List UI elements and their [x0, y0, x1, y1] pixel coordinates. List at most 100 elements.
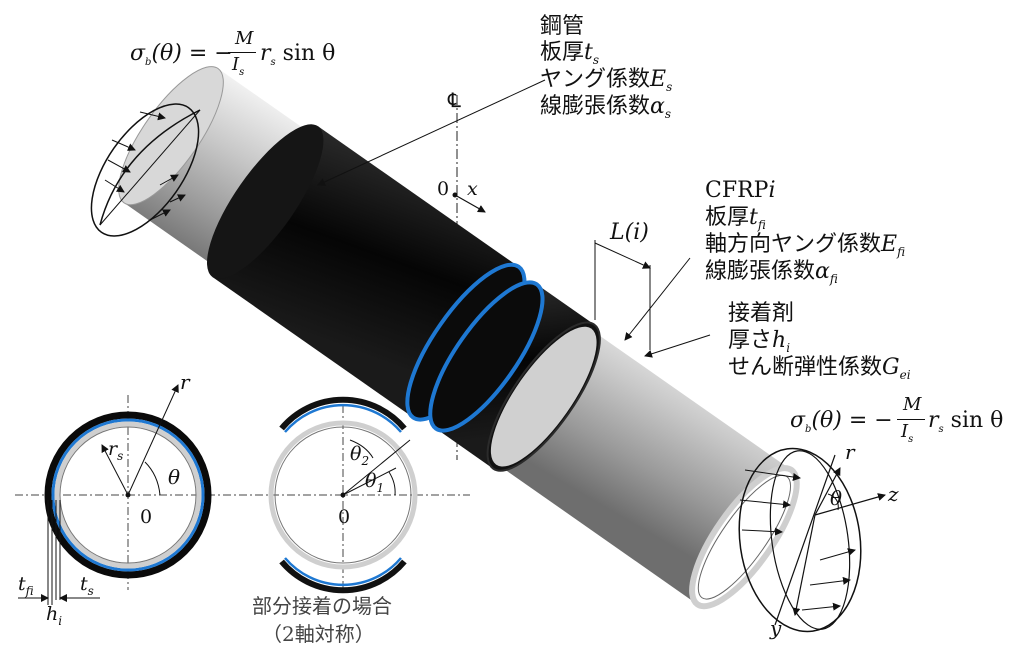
- eq-left-den-sub: s: [239, 67, 245, 78]
- cfrp-thermal-sym: α: [815, 259, 830, 284]
- stress-distribution-right: [738, 447, 886, 633]
- eq-left-fraction-bar: [228, 52, 256, 53]
- steel-thermal-sub: s: [664, 107, 672, 121]
- eq-right-tail: rs sin θ: [928, 410, 1003, 435]
- tfi-sym: t: [18, 573, 26, 595]
- cfrp-title-idx: i: [768, 178, 776, 203]
- eq-right-arg: (θ) = −: [811, 408, 893, 433]
- eq-right-den-sub: s: [908, 434, 914, 445]
- eq-right-r-sub: s: [938, 424, 944, 435]
- eq-left-den: Is: [232, 56, 244, 78]
- leader-cfrp: [624, 257, 691, 341]
- centerline-symbol: ℄: [448, 88, 461, 112]
- steel-thermal-sym: α: [650, 94, 665, 119]
- cfrp-young-label: 軸方向ヤング係数: [705, 232, 882, 257]
- eq-left-r: r: [260, 41, 271, 66]
- steel-young-sub: s: [666, 80, 673, 94]
- cfrp-thermal-sub: fi: [829, 272, 838, 286]
- adhesive-thickness-sub: i: [786, 341, 791, 355]
- eq-left-num: M: [235, 28, 254, 49]
- equation-left: σb(θ) = −: [130, 43, 233, 68]
- theta2-sym: θ: [350, 443, 362, 465]
- section-partial-bond: [268, 396, 418, 594]
- cfrp-thickness: 板厚tfi: [705, 205, 766, 232]
- partial-caption-1: 部分接着の場合: [252, 594, 392, 618]
- eq-left-den-text: I: [232, 54, 240, 75]
- steel-young: ヤング係数Es: [540, 67, 673, 94]
- steel-thickness-sub: s: [592, 53, 600, 67]
- pipe-assembly: [118, 66, 800, 610]
- theta1-label: θ1: [365, 470, 384, 495]
- ts-label: ts: [80, 573, 94, 598]
- eq-left-sin: sin θ: [275, 41, 336, 66]
- adhesive-thickness: 厚さhi: [728, 328, 791, 355]
- cfrp-thermal: 線膨張係数αfi: [705, 259, 838, 286]
- rs-label: rs: [108, 438, 123, 463]
- adhesive-thickness-sym: h: [772, 328, 787, 353]
- adhesive-ring-2: [428, 280, 545, 433]
- eq-left-r-sub: s: [270, 57, 276, 68]
- leader-steel: [317, 79, 546, 186]
- theta2-sub: 2: [361, 454, 370, 468]
- r-axis-label-section: r: [180, 370, 190, 394]
- adhesive-shear-sub: ei: [899, 368, 911, 382]
- eq-right-den: Is: [901, 423, 913, 445]
- cfrp-thickness-sym: t: [749, 205, 758, 230]
- steel-young-label: ヤング係数: [540, 67, 651, 92]
- eq-right-sigma: σ: [790, 408, 806, 433]
- tfi-label: tfi: [18, 573, 34, 598]
- eq-right-r: r: [928, 408, 939, 433]
- steel-title: 鋼管: [540, 14, 585, 39]
- eq-right-den-text: I: [901, 421, 909, 442]
- rs-sym: r: [108, 438, 118, 460]
- eq-left-sigma: σ: [130, 41, 146, 66]
- cfrp-thickness-label: 板厚: [705, 205, 750, 230]
- y-axis-label: y: [770, 616, 782, 640]
- cfrp-layer-2: [435, 284, 595, 469]
- cfrp-title-text: CFRP: [705, 178, 769, 203]
- steel-thickness-sym: t: [584, 40, 593, 65]
- z-axis-label: z: [888, 482, 899, 506]
- steel-thermal-label: 線膨張係数: [540, 94, 651, 119]
- tfi-sub: fi: [25, 584, 34, 598]
- adhesive-thickness-label: 厚さ: [728, 328, 773, 353]
- theta1-sym: θ: [365, 470, 377, 492]
- adhesive-shear: せん断弾性係数Gei: [728, 355, 911, 382]
- cfrp-title: CFRPi: [705, 180, 776, 202]
- ts-sym: t: [80, 573, 88, 595]
- eq-right-sin: sin θ: [943, 408, 1004, 433]
- origin-label-full: 0: [140, 506, 153, 528]
- leader-adhesive: [644, 334, 711, 358]
- length-label: L(i): [610, 220, 649, 245]
- stress-distribution-left: [90, 103, 201, 237]
- theta-label-full: θ: [168, 465, 181, 489]
- eq-right-fraction-bar: [897, 419, 925, 420]
- steel-thermal: 線膨張係数αs: [540, 94, 672, 121]
- adhesive-title: 接着剤: [728, 301, 795, 326]
- origin-label: 0: [437, 178, 450, 200]
- section-full-bond: [15, 384, 470, 605]
- partial-caption-2: （2軸対称）: [262, 622, 375, 646]
- theta-label-right: θ: [830, 486, 843, 510]
- cfrp-young: 軸方向ヤング係数Efi: [705, 232, 905, 259]
- eq-left-arg: (θ) = −: [151, 41, 233, 66]
- hi-sym: h: [46, 603, 59, 625]
- eq-left-sigma-sub: b: [145, 57, 152, 68]
- origin-label-partial: 0: [338, 506, 351, 528]
- adhesive-shear-sym: G: [882, 355, 900, 380]
- length-dimension: [594, 240, 651, 350]
- hi-sub: i: [58, 614, 63, 628]
- steel-thickness: 板厚ts: [540, 40, 600, 67]
- r-axis-label-right: r: [845, 440, 855, 464]
- eq-right-sigma-sub: b: [805, 424, 812, 435]
- steel-exposed: [490, 326, 597, 467]
- x-axis-label: x: [467, 178, 478, 200]
- theta2-label: θ2: [350, 443, 370, 468]
- x-axis-arrow: [454, 194, 486, 213]
- eq-left-tail: rs sin θ: [260, 43, 335, 68]
- cfrp-thickness-sub: fi: [757, 218, 766, 232]
- cfrp-thermal-label: 線膨張係数: [705, 259, 816, 284]
- equation-right: σb(θ) = −: [790, 410, 893, 435]
